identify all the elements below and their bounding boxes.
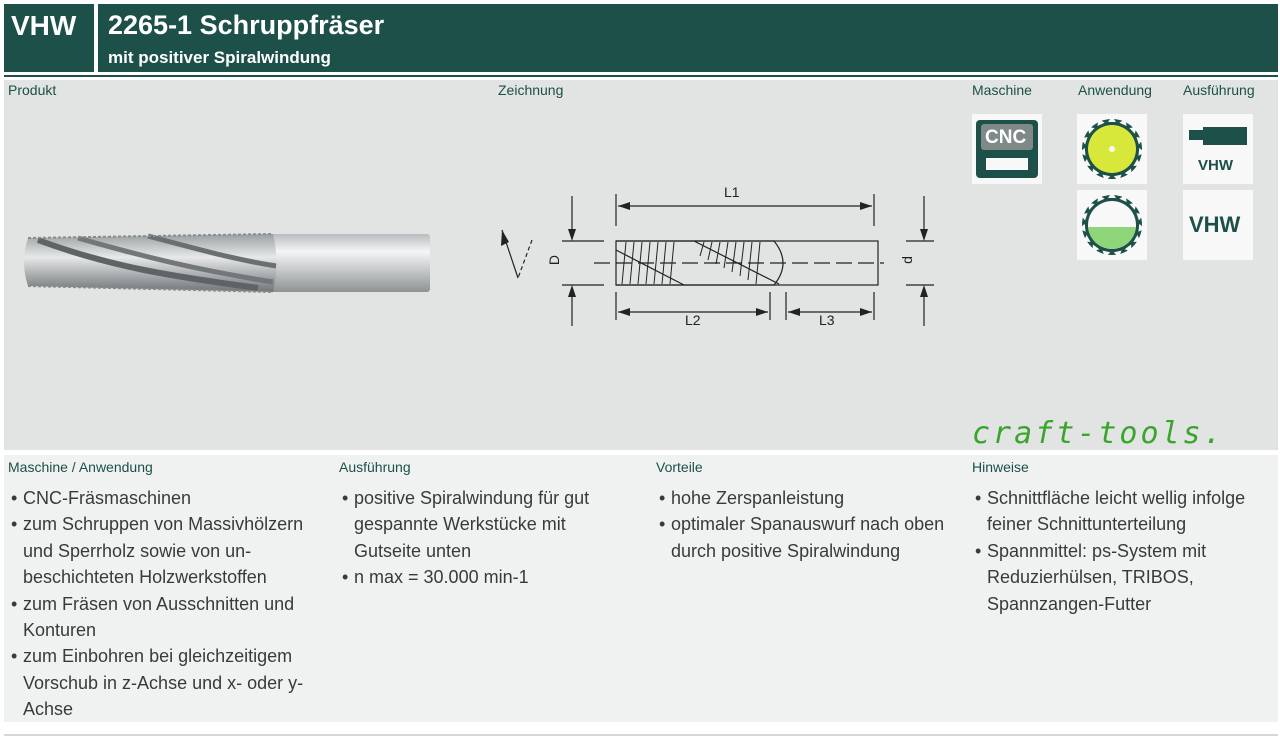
description-panel: Maschine / Anwendung CNC-Fräsmaschinen z… <box>4 455 1278 722</box>
dimension-l3: L3 <box>819 312 835 328</box>
list-item: n max = 30.000 min-1 <box>339 564 629 591</box>
execution-tile-shank: VHW <box>1183 114 1253 184</box>
dimension-d-small: d <box>898 256 915 264</box>
list-item: optimaler Spanauswurf nach oben durch po… <box>656 511 971 564</box>
list-hinweise: Schnittfläche leicht wellig infolge fein… <box>972 485 1272 617</box>
list-vorteile: hohe Zerspanleistung optimaler Spanauswu… <box>656 485 971 564</box>
header-divider <box>94 4 98 72</box>
list-item: CNC-Fräsmaschinen <box>8 485 328 512</box>
dimension-d-large: D <box>546 254 563 266</box>
shank-icon <box>1189 127 1247 145</box>
list-item: Spannmittel: ps-System mit Reduzierhülse… <box>972 538 1272 617</box>
header-rule <box>4 75 1278 77</box>
list-maschine-anwendung: CNC-Fräsmaschinen zum Schruppen von Mass… <box>8 485 328 723</box>
list-item: Schnittfläche leicht wellig infolge fein… <box>972 485 1272 538</box>
page-subtitle: mit positiver Spiralwindung <box>108 48 331 67</box>
column-heading-hinweise: Hinweise <box>972 459 1029 475</box>
anwendung-label: Anwendung <box>1078 82 1152 98</box>
produkt-label: Produkt <box>8 82 57 98</box>
material-tag: VHW <box>11 10 77 41</box>
bottom-rule <box>4 734 1278 736</box>
list-item: zum Schruppen von Massivhölzern und Sper… <box>8 511 328 590</box>
list-item: zum Fräsen von Ausschnitten und Konturen <box>8 591 328 644</box>
cnc-icon <box>976 120 1038 178</box>
vhw-large-label: VHW <box>1189 212 1241 237</box>
maschine-label: Maschine <box>972 82 1032 98</box>
cnc-machine-tile: CNC <box>972 114 1042 184</box>
column-heading-vorteile: Vorteile <box>656 459 703 475</box>
saw-blade-yellow-icon <box>1079 116 1145 182</box>
cnc-label: CNC <box>985 127 1027 148</box>
saw-blade-green-icon <box>1079 192 1145 258</box>
application-tile-green <box>1077 190 1147 260</box>
product-panel: Produkt Zeichnung Maschine Anwendung Aus… <box>4 80 1278 450</box>
column-heading-maschine-anwendung: Maschine / Anwendung <box>8 459 153 475</box>
vhw-small-label: VHW <box>1198 157 1233 174</box>
list-item: positive Spiralwindung für gut gespannte… <box>339 485 629 564</box>
zeichnung-label: Zeichnung <box>498 82 564 98</box>
technical-drawing <box>501 194 934 326</box>
ausfuehrung-label: Ausführung <box>1183 82 1255 98</box>
brand-logo: craft-tools. <box>972 416 1225 451</box>
list-item: hohe Zerspanleistung <box>656 485 971 512</box>
list-ausfuehrung: positive Spiralwindung für gut gespannte… <box>339 485 629 591</box>
list-item: zum Einbohren bei gleichzeitigem Vorschu… <box>8 643 328 722</box>
column-heading-ausfuehrung: Ausführung <box>339 459 411 475</box>
dimension-l2: L2 <box>685 312 701 328</box>
application-tile-yellow <box>1077 114 1147 184</box>
execution-tile-vhw: VHW <box>1183 190 1253 260</box>
header-bar: VHW 2265-1 Schruppfräser mit positiver S… <box>4 4 1278 72</box>
router-bit-image <box>24 233 430 293</box>
dimension-l1: L1 <box>724 184 740 200</box>
page-title: 2265-1 Schruppfräser <box>108 10 385 40</box>
